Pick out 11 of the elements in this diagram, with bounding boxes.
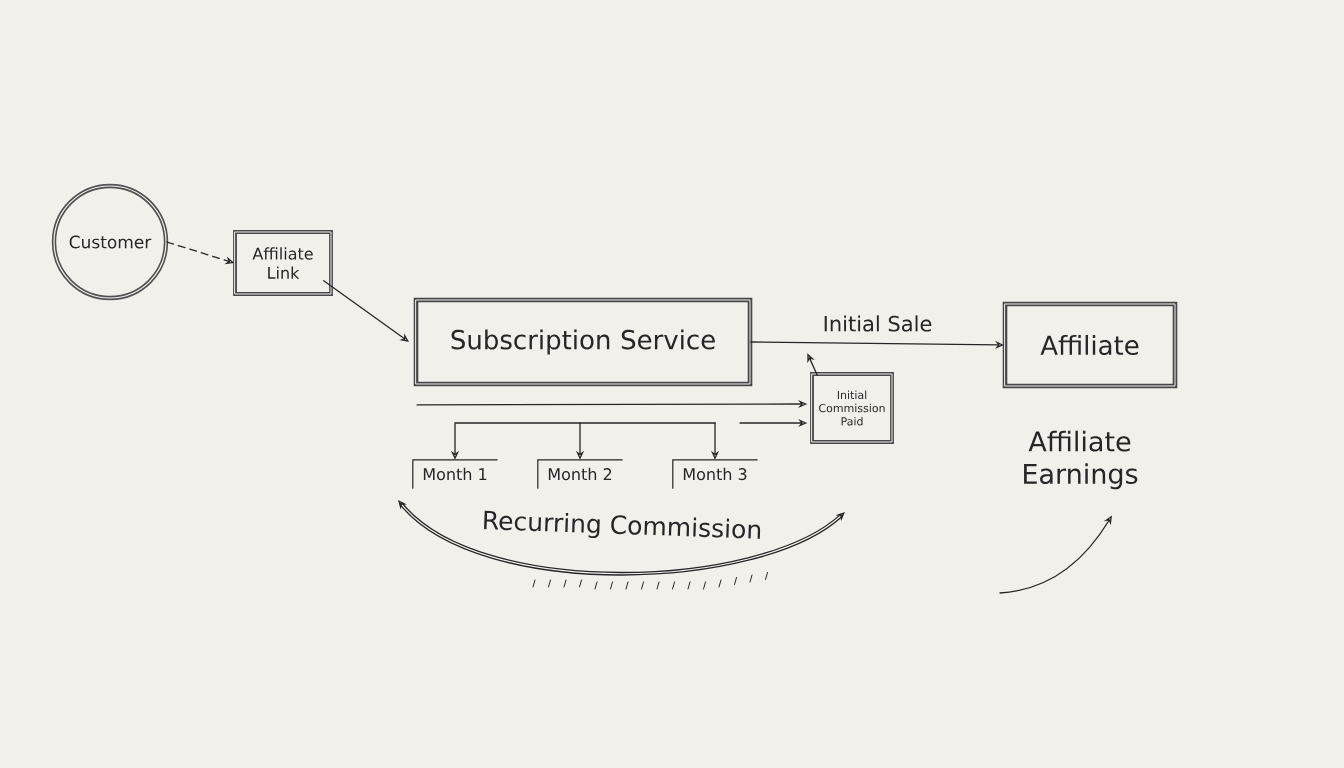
process-box: Affiliate <box>1002 301 1178 389</box>
caption-text: Affiliate Earnings <box>1024 430 1138 490</box>
caption-text: Recurring Commission <box>484 510 761 539</box>
process-box: Subscription Service <box>413 297 753 387</box>
circle-node: Customer <box>51 183 169 301</box>
process-box: Initial Commission Paid <box>810 372 894 444</box>
month-tab: Month 1 <box>412 459 498 489</box>
edge-label: Initial Sale <box>821 314 934 333</box>
month-tab: Month 3 <box>672 459 758 489</box>
month-tab: Month 2 <box>537 459 623 489</box>
process-box: Affiliate Link <box>233 230 333 296</box>
